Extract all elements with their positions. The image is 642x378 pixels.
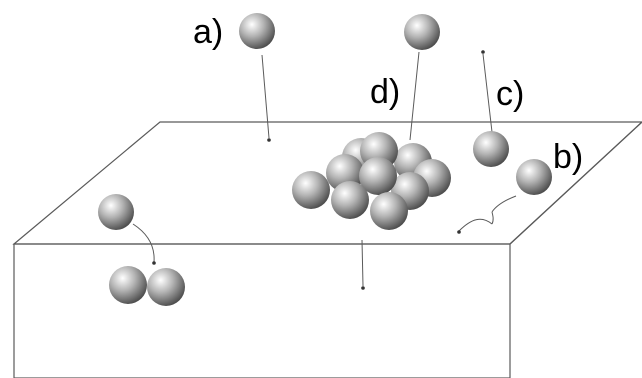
trajectory-a: [261, 54, 270, 139]
diffusion-hop-b: [491, 211, 494, 225]
diffusion-point-b: [457, 230, 461, 234]
cluster-diffusion-trace: [361, 239, 364, 287]
trajectory-bulk: [132, 223, 155, 263]
atom-c-icon: [473, 131, 509, 167]
substrate-right-face: [509, 121, 642, 245]
label-d: d): [370, 73, 401, 111]
diffusion-path-b: [458, 195, 517, 232]
substrate-front-face: [13, 243, 511, 378]
process-d-nucleation: [292, 14, 451, 290]
process-bulk-dimer: [98, 194, 185, 306]
label-b: b): [553, 138, 584, 176]
process-b-diffusion: [457, 159, 552, 234]
dimer-atom-icon: [109, 266, 147, 304]
cluster-atom-icon: [370, 192, 408, 230]
desorb-point-c: [481, 50, 485, 54]
atom-d-icon: [404, 14, 440, 50]
trajectory-end-bulk: [152, 261, 156, 265]
atom-a-icon: [239, 13, 275, 49]
process-c-desorption: [473, 50, 509, 167]
process-a-adsorption: [239, 13, 275, 142]
cluster-atom-icon: [292, 171, 330, 209]
cluster-atom-icon: [331, 181, 369, 219]
trajectory-d: [409, 51, 420, 141]
cluster-atom-icon: [359, 157, 397, 195]
trajectory-c: [482, 53, 493, 133]
dimer-atom-icon: [147, 268, 185, 306]
label-a: a): [193, 13, 224, 51]
landing-point-a: [267, 138, 271, 142]
atom-b-icon: [516, 159, 552, 195]
substrate-block: [12, 121, 642, 378]
atom-falling-icon: [98, 194, 134, 230]
cluster-point: [361, 286, 365, 290]
label-c: c): [496, 75, 525, 113]
atom-cluster: [292, 132, 451, 230]
